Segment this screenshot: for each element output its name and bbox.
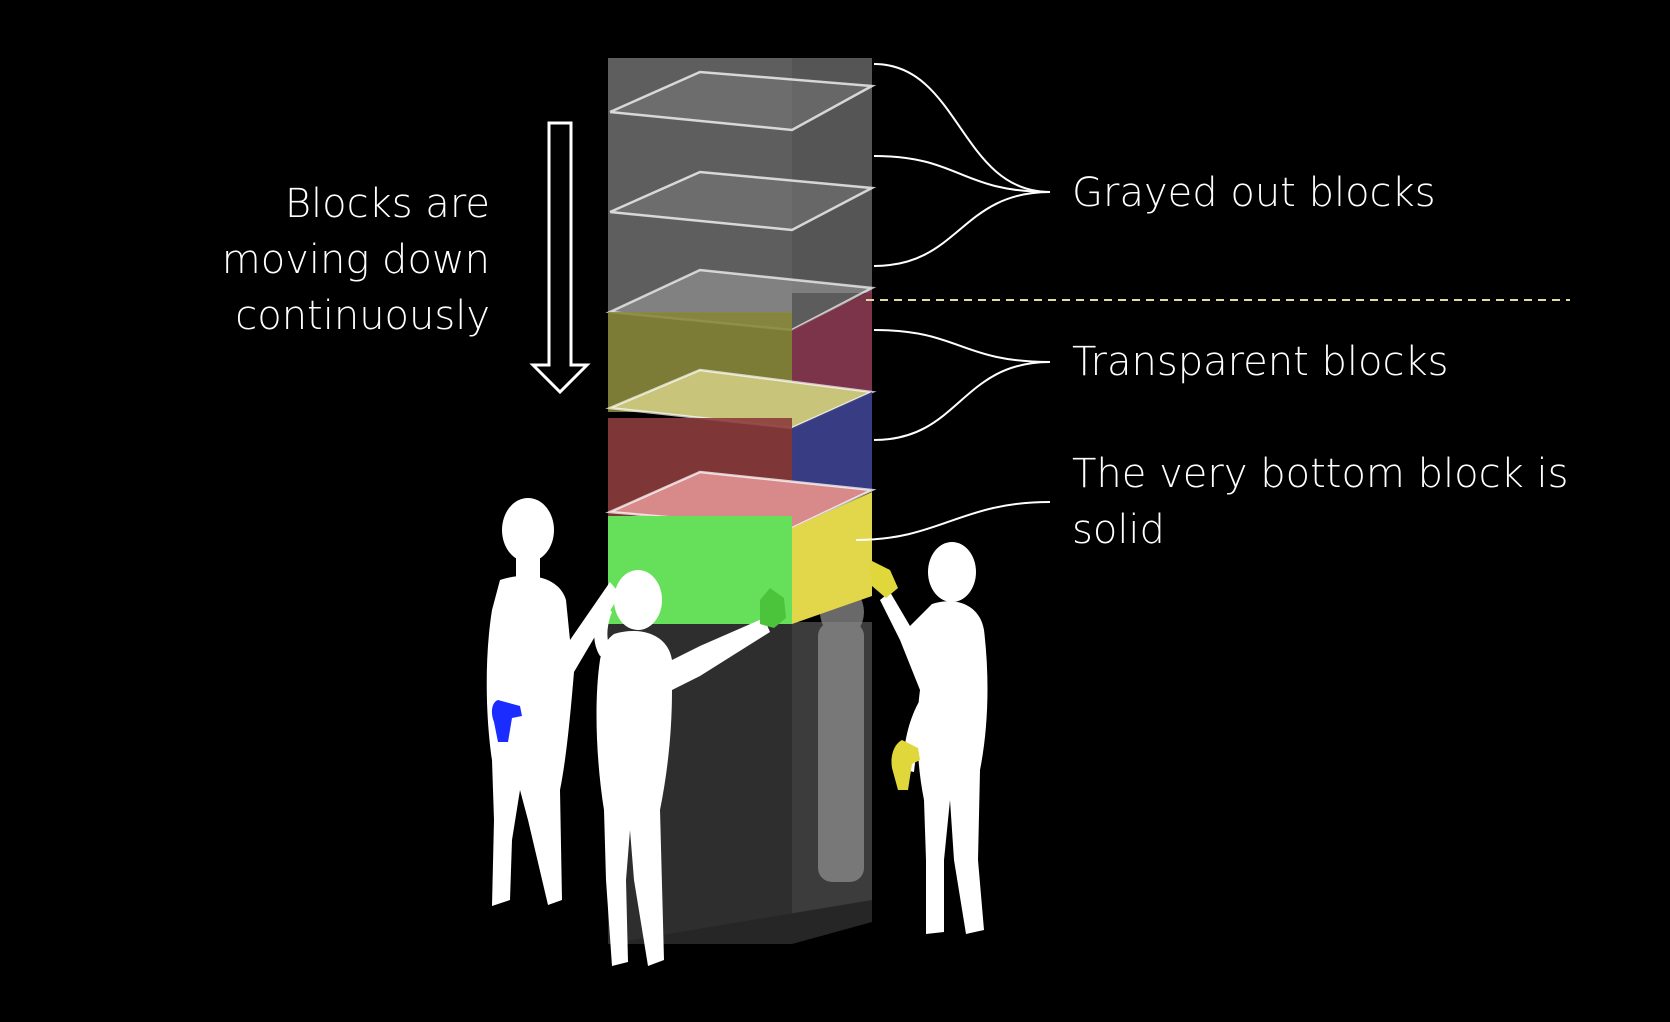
- figure-center: [594, 570, 770, 966]
- figure-right: [880, 542, 988, 934]
- hand-blue-icon: [491, 700, 522, 742]
- grayed-blocks-label: Grayed out blocks: [1072, 170, 1436, 216]
- hand-green-icon: [760, 588, 786, 628]
- solid-leader-line: [855, 501, 1051, 541]
- down-arrow-icon: [529, 121, 591, 395]
- hand-yellow-lower-icon: [891, 740, 920, 790]
- solid-block-label: The very bottom block is solid: [1072, 451, 1569, 553]
- figure-behind-pillar: [818, 586, 864, 882]
- blocks-moving-label: Blocks are moving down continuously: [221, 181, 490, 339]
- grayed-leader-lines: [873, 63, 1051, 267]
- grayed-blocks: [605, 58, 877, 332]
- transparent-blocks: [605, 290, 877, 530]
- figure-left: [486, 498, 620, 906]
- transparent-blocks-label: Transparent blocks: [1072, 339, 1449, 385]
- transparent-leader-lines: [873, 329, 1051, 441]
- hand-yellow-icon: [870, 560, 898, 598]
